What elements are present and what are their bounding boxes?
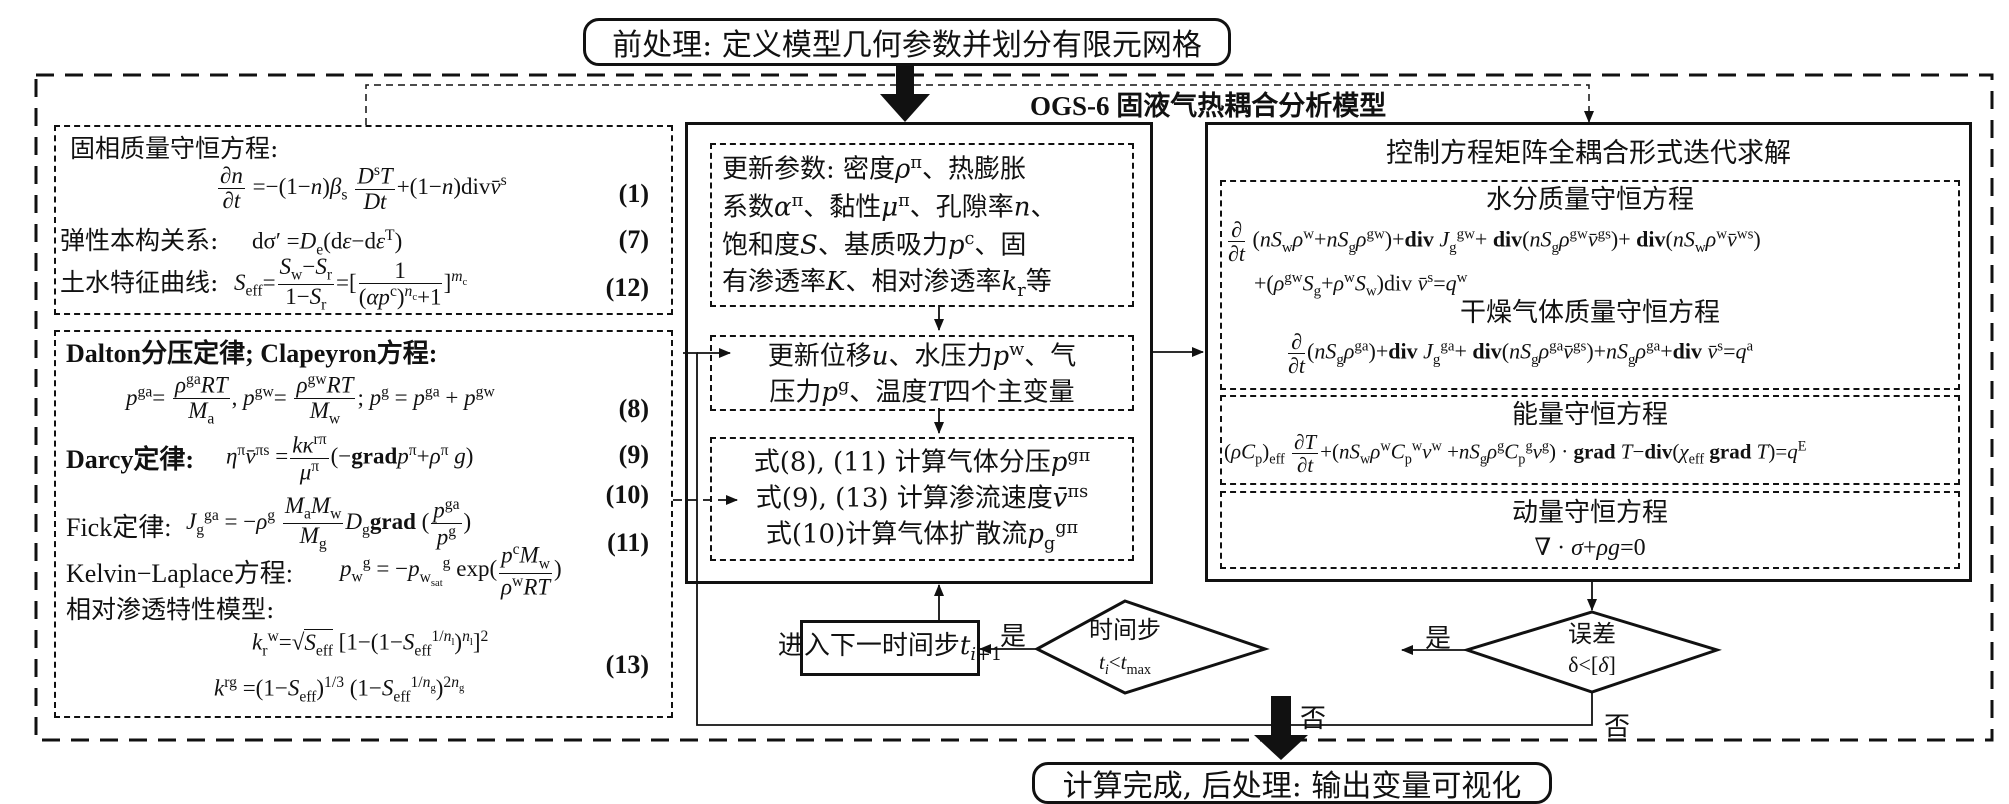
solid-mass-label: 固相质量守恒方程: [70, 134, 279, 163]
dalton-label: Dalton分压定律; Clapeyron方程: [66, 339, 438, 368]
time-decision-label: 时间步 [1089, 616, 1161, 644]
update-vars-line: 压力pg、温度T四个主变量 [769, 375, 1075, 408]
relperm-label: 相对渗透特性模型: [66, 595, 275, 624]
thick-arrow-down-bottom [1254, 696, 1308, 760]
compute-line: 式(9), (13) 计算渗流速度v̄πs [755, 481, 1089, 514]
dashed-link-left-to-right [365, 84, 1594, 125]
water-mass-title: 水分质量守恒方程 [1485, 185, 1694, 215]
outer-model-frame [34, 73, 1994, 742]
preprocess-terminator: 前处理: 定义模型几何参数并划分有限元网格 [583, 18, 1231, 66]
energy-box: 能量守恒方程 (ρCp)eff ∂T∂t+(nSwρwCpwvw +nSgρgC… [1220, 395, 1960, 485]
postprocess-terminator: 计算完成, 后处理: 输出变量可视化 [1032, 762, 1552, 804]
equation-13a: krw=√Seff [1−(1−Seff1/nl)nl]2 [252, 628, 489, 660]
loop-error-no-to-vars [683, 352, 1593, 726]
next-time-step-text: 进入下一时间步ti+1 [777, 630, 1003, 666]
update-params-line: 饱和度S、基质吸力pc、固 [722, 228, 1027, 261]
mass-balance-box: 水分质量守恒方程 ∂∂t (nSwρw+nSgρgw)+div Jggw+ di… [1220, 180, 1960, 390]
no-label-time: 否 [1300, 704, 1327, 734]
preprocess-text: 前处理: 定义模型几何参数并划分有限元网格 [612, 28, 1202, 63]
equation-8-number: (8) [618, 394, 649, 423]
momentum-box: 动量守恒方程 ∇ · σ+ρg=0 [1220, 491, 1960, 569]
postprocess-text: 计算完成, 后处理: 输出变量可视化 [1062, 769, 1522, 804]
elastic-label: 弹性本构关系: [60, 226, 219, 255]
water-mass-equation-cont: +(ρgwSg+ρwSw)div v̄s=qw [1254, 270, 1468, 300]
model-title: OGS-6 固液气热耦合分析模型 [1030, 91, 1387, 121]
error-decision-text: 误差 δ<[δ] [1532, 618, 1652, 680]
equation-9-number: (9) [618, 440, 649, 469]
coupled-solver-box: 控制方程矩阵全耦合形式迭代求解 水分质量守恒方程 ∂∂t (nSwρw+nSgρ… [1205, 122, 1972, 582]
yes-label-time: 是 [1000, 622, 1027, 652]
next-time-step-box: 进入下一时间步ti+1 [778, 620, 1002, 676]
update-params-box: 更新参数: 密度ρπ、热膨胀 系数απ、黏性μπ、孔隙率n、 饱和度S、基质吸力… [710, 143, 1134, 307]
update-vars-box: 更新位移u、水压力pw、气 压力pg、温度T四个主变量 [710, 335, 1134, 411]
swcc-label: 土水特征曲线: [60, 268, 219, 297]
time-decision-text: 时间步 ti<tmax [1060, 614, 1190, 681]
yes-label-error: 是 [1425, 624, 1452, 654]
equation-11-number: (11) [607, 528, 649, 557]
momentum-equation: ∇ · σ+ρg=0 [1534, 535, 1646, 561]
equation-12-number: (12) [605, 273, 649, 302]
compute-line: 式(10)计算气体扩散流pggπ [765, 517, 1079, 554]
compute-box: 式(8), (11) 计算气体分压pgπ 式(9), (13) 计算渗流速度v̄… [710, 437, 1134, 561]
kelvin-label: Kelvin−Laplace方程: [66, 559, 293, 588]
update-params-line: 系数απ、黏性μπ、孔隙率n、 [722, 190, 1057, 223]
fick-label: Fick定律: [66, 513, 172, 542]
water-mass-equation: ∂∂t (nSwρw+nSgρgw)+div Jggw+ div(nSgρgwv… [1228, 217, 1761, 267]
no-label-error: 否 [1604, 712, 1631, 742]
update-vars-line: 更新位移u、水压力pw、气 [767, 340, 1077, 372]
dry-gas-mass-equation: ∂∂t(nSgρga)+div Jgga+ div(nSgρgav̄gs)+nS… [1288, 329, 1754, 379]
equation-1-number: (1) [618, 179, 649, 208]
time-decision-diamond [1033, 599, 1270, 695]
equation-7-number: (7) [618, 225, 649, 254]
error-decision-label: 误差 [1568, 620, 1616, 648]
energy-equation: (ρCp)eff ∂T∂t+(nSwρwCpwvw +nSgρgCpgvg) ·… [1224, 430, 1807, 478]
momentum-title: 动量守恒方程 [1511, 498, 1668, 528]
thick-arrow-down-top [880, 66, 930, 122]
equation-10-number: (10) [605, 480, 649, 509]
dry-gas-mass-title: 干燥气体质量守恒方程 [1459, 298, 1720, 328]
energy-title: 能量守恒方程 [1511, 400, 1668, 430]
compute-line: 式(8), (11) 计算气体分压pgπ [753, 446, 1091, 478]
darcy-label: Darcy定律: [66, 445, 195, 474]
equation-13-number: (13) [605, 650, 649, 679]
solver-title: 控制方程矩阵全耦合形式迭代求解 [1386, 138, 1791, 169]
equation-7: dσ′ =De(dε−dεT) [252, 227, 403, 259]
time-decision-condition: ti<tmax [1098, 649, 1152, 678]
equation-13b: krg =(1−Seff)1/3 (1−Seff1/ng)2ng [214, 674, 465, 706]
error-decision-condition: δ<[δ] [1568, 652, 1616, 678]
parameter-update-box: 更新参数: 密度ρπ、热膨胀 系数απ、黏性μπ、孔隙率n、 饱和度S、基质吸力… [685, 122, 1153, 584]
update-params-line: 有渗透率K、相对渗透率kr等 [722, 267, 1052, 302]
update-params-line: 更新参数: 密度ρπ、热膨胀 [722, 153, 1026, 185]
